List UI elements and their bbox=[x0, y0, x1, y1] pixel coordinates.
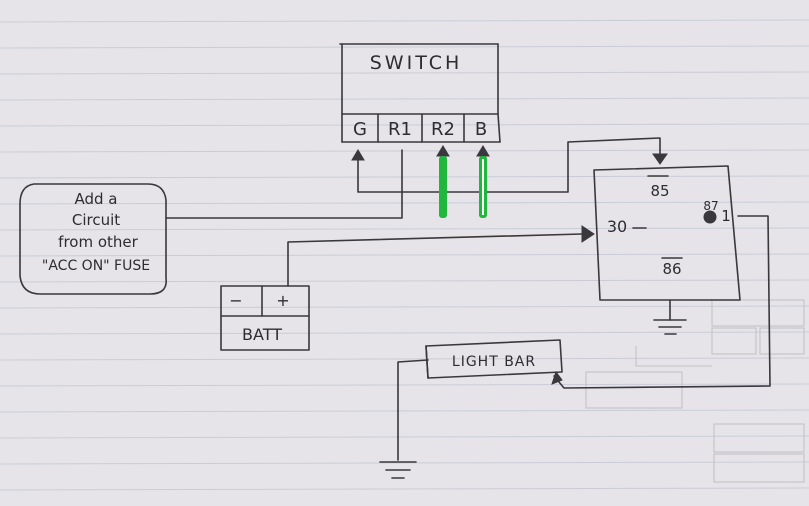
bleed-through-sketch bbox=[585, 299, 805, 483]
note-line-2: Circuit bbox=[72, 211, 120, 229]
arrow-to-30 bbox=[581, 225, 595, 243]
note-line-4: "ACC ON" FUSE bbox=[42, 258, 150, 274]
switch-terminal-g: G bbox=[353, 119, 367, 140]
switch-title: SWITCH bbox=[370, 52, 463, 74]
relay-pin-86: 86 bbox=[662, 260, 681, 278]
acc-fuse-note: Add a Circuit from other "ACC ON" FUSE bbox=[19, 183, 167, 295]
relay-pin-87: 87 bbox=[703, 199, 718, 213]
switch-terminal-b: B bbox=[475, 119, 487, 140]
relay: 85 30 87 1 86 bbox=[593, 165, 741, 301]
switch-terminal-r1: R1 bbox=[388, 119, 412, 140]
arrow-to-g bbox=[351, 149, 365, 161]
switch-terminal-r2: R2 bbox=[431, 119, 455, 140]
paper-ruling bbox=[0, 19, 809, 491]
note-line-3: from other bbox=[58, 233, 138, 251]
relay-pin-87-tick: 1 bbox=[721, 207, 731, 225]
arrowheads bbox=[351, 145, 668, 385]
highlighted-leads bbox=[439, 156, 487, 218]
wires bbox=[165, 137, 771, 461]
arrow-to-85 bbox=[652, 153, 668, 165]
light-bar: LIGHT BAR bbox=[425, 339, 563, 379]
battery: − + BATT bbox=[220, 285, 310, 351]
light-bar-label: LIGHT BAR bbox=[452, 354, 536, 370]
relay-pin-85: 85 bbox=[650, 182, 669, 200]
battery-positive: + bbox=[276, 291, 289, 310]
relay-ground-icon bbox=[653, 319, 687, 335]
arrow-to-light-bar bbox=[551, 370, 563, 385]
relay-pin-87-dot bbox=[703, 210, 717, 224]
battery-negative: − bbox=[229, 291, 242, 310]
switch-block: SWITCH G R1 R2 B bbox=[339, 43, 501, 143]
note-line-1: Add a bbox=[74, 190, 117, 208]
r2-lead-highlight bbox=[439, 156, 447, 218]
light-bar-ground-icon bbox=[379, 461, 417, 479]
battery-label: BATT bbox=[242, 325, 282, 344]
relay-pin-30: 30 bbox=[607, 217, 627, 236]
